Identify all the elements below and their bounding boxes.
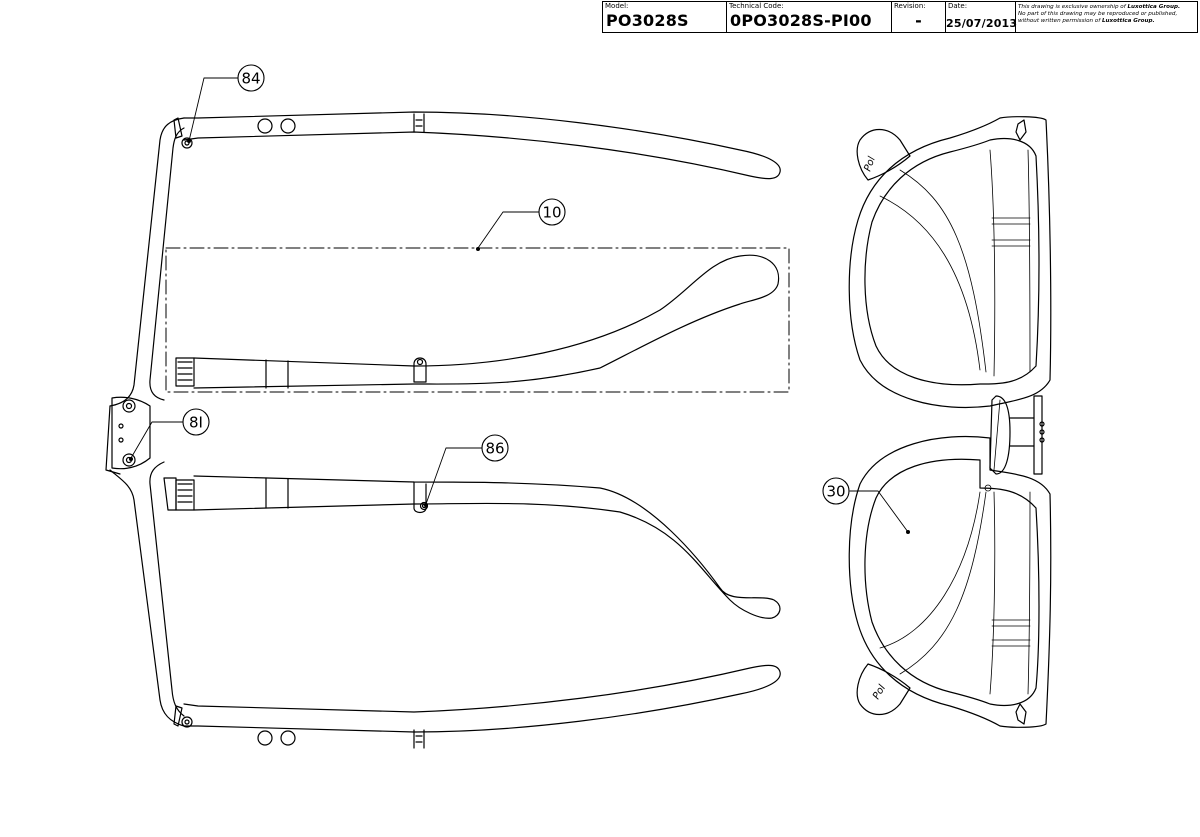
notice-line1: This drawing is exclusive ownership of: [1018, 4, 1128, 10]
date-label: Date:: [948, 2, 968, 10]
callout-30-label: 30: [826, 483, 845, 501]
bridge-screw: [122, 399, 136, 413]
svg-text:Pol: Pol: [862, 155, 878, 173]
callout-86-label: 86: [485, 440, 504, 458]
frame-front-bar-top-view: [105, 117, 185, 727]
model-label: Model:: [605, 2, 629, 10]
callout-84-label: 84: [241, 70, 260, 88]
notice-company-2: Luxottica Group.: [1101, 18, 1155, 24]
callout-10-label: 10: [542, 204, 561, 222]
temple-middle-side-view: [163, 475, 781, 619]
svg-text:Pol: Pol: [871, 683, 888, 702]
ownership-notice-cell: This drawing is exclusive ownership of L…: [1016, 2, 1197, 32]
callout-81: 8I: [182, 408, 210, 436]
callout-86: 86: [481, 434, 509, 462]
temple-top-upper: [173, 111, 781, 180]
temple-top-lower: [173, 664, 781, 749]
temple-detail-side-view: [175, 254, 780, 389]
frame-front-view: Pol Pol: [848, 116, 1052, 728]
ownership-notice: This drawing is exclusive ownership of L…: [1018, 4, 1195, 25]
date-value: 25/07/2013: [946, 17, 1018, 30]
callout-10: 10: [538, 198, 566, 226]
notice-line2: No part of this drawing may be reproduce…: [1018, 11, 1178, 17]
callout-30: 30: [822, 477, 850, 505]
revision-cell: Revision: -: [892, 2, 946, 32]
callout-84: 84: [237, 64, 265, 92]
callout-81-label: 8I: [189, 414, 203, 432]
date-cell: Date: 25/07/2013: [946, 2, 1018, 32]
bridge-screw-lower: [122, 453, 136, 467]
model-cell: Model: PO3028S: [603, 2, 727, 32]
technical-code-value: 0PO3028S-PI00: [730, 11, 872, 30]
technical-code-label: Technical Code:: [729, 2, 784, 10]
revision-label: Revision:: [894, 2, 926, 10]
callout-leaders: [130, 77, 909, 533]
model-value: PO3028S: [606, 11, 689, 30]
detail-10-box: [165, 247, 790, 393]
technical-code-cell: Technical Code: 0PO3028S-PI00: [727, 2, 892, 32]
notice-company: Luxottica Group.: [1127, 4, 1181, 10]
bridge-plate: [111, 396, 151, 470]
hinge-screw-84: [181, 137, 193, 149]
revision-value: -: [915, 11, 922, 30]
title-block: Model: PO3028S Technical Code: 0PO3028S-…: [602, 1, 1198, 33]
notice-line3: without written permission of: [1018, 18, 1102, 24]
